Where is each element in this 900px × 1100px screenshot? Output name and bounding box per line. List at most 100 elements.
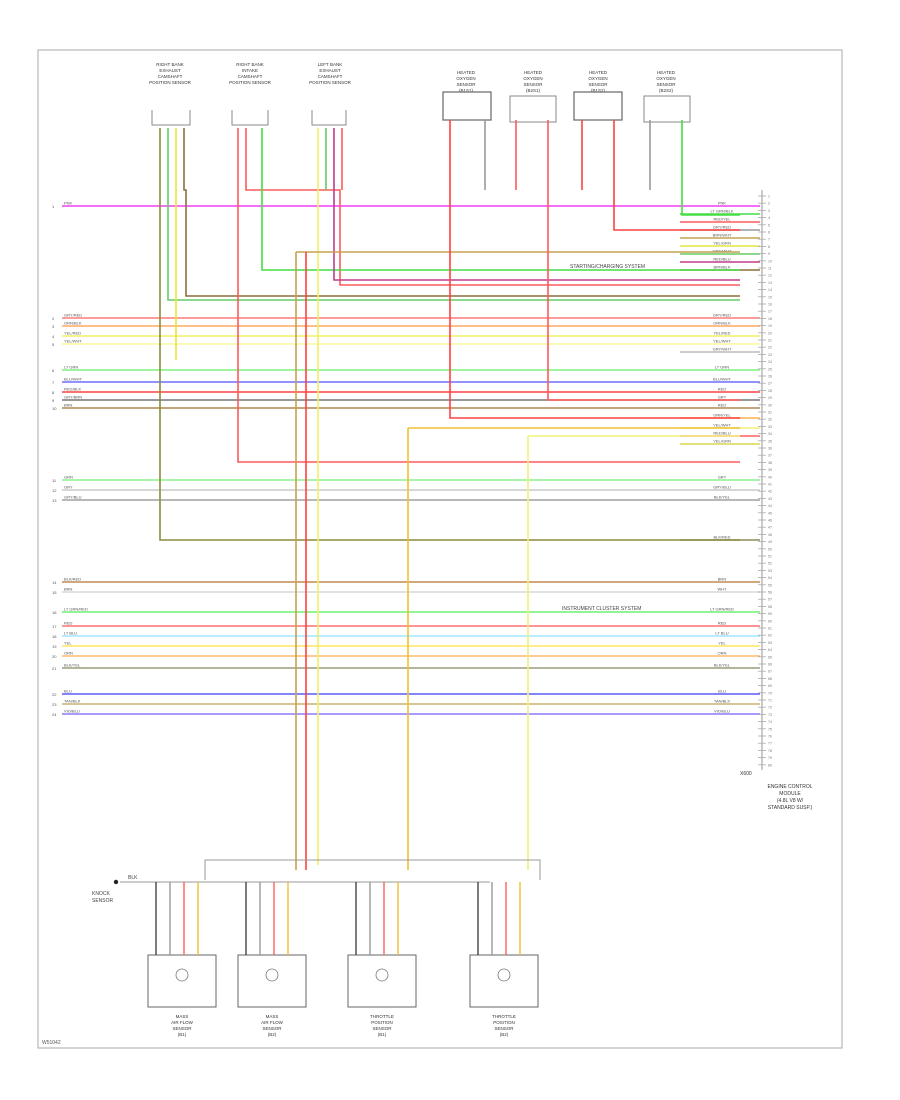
wire-pin-left: 18 xyxy=(52,634,57,639)
top-sensor-label-line: HEATED xyxy=(589,70,608,75)
wire-label-right: LT BLU xyxy=(715,631,728,636)
bottom-sensor-label-line: POSITION xyxy=(371,1020,393,1025)
wire-label-right: GRN/WHT xyxy=(712,249,732,254)
top-sensor-label-line: HEATED xyxy=(524,70,543,75)
wire-label-right: BRN/WHT xyxy=(713,233,732,238)
ecm-pin-number: 50 xyxy=(768,547,772,551)
ecm-pin-number: 26 xyxy=(768,375,772,379)
wire-label-right: YEL/GRN xyxy=(713,439,731,444)
wire-label-right: GRY/RED xyxy=(713,225,731,230)
ecm-pin-number: 61 xyxy=(768,627,772,631)
wire-pin-left: 12 xyxy=(52,488,57,493)
ecm-pin-number: 33 xyxy=(768,425,772,429)
top-sensor-label-line: OXYGEN xyxy=(456,76,475,81)
ecm-label: X600 ENGINE CONTROL MODULE (4.8L V8 W/ S… xyxy=(740,771,813,811)
wire-label-left: ORN/BLK xyxy=(64,321,82,326)
wire-label-right: RED/BLU xyxy=(713,257,730,262)
bottom-sensor-label-line: MASS xyxy=(176,1014,189,1019)
wire-label-left: GRN xyxy=(64,475,73,480)
ecm-pin-number: 38 xyxy=(768,461,772,465)
ecm-pin-number: 15 xyxy=(768,295,772,299)
wire-label-right: ORN/BLK xyxy=(713,321,731,326)
top-sensor-label-line: CAMSHAFT xyxy=(238,74,263,79)
wire-pin-left: 9 xyxy=(52,398,55,403)
wire-pin-left: 15 xyxy=(52,590,57,595)
ecm-pin-number: 32 xyxy=(768,418,772,422)
knock-sensor-line-2: SENSOR xyxy=(92,898,114,904)
wire-label-right: YEL xyxy=(718,641,726,646)
wire-label-right: RED xyxy=(718,621,727,626)
ecm-pin-number: 18 xyxy=(768,317,772,321)
top-sensor-label-line: SENSOR xyxy=(523,82,543,87)
ecm-pin-number: 27 xyxy=(768,382,772,386)
wire-label-right: BRN/BLK xyxy=(713,265,730,270)
o2-sensor-b1s1 xyxy=(442,91,492,121)
ecm-pin-number: 43 xyxy=(768,497,772,501)
ecm-pin-number: 1 xyxy=(768,195,770,199)
o2-sensor-b2s2 xyxy=(643,95,691,123)
ecm-pin-number: 24 xyxy=(768,360,772,364)
wire-label-right: TAN/BLK xyxy=(714,699,731,704)
ecm-pin-number: 11 xyxy=(768,267,772,271)
wire-label-left: TAN/BLK xyxy=(64,699,81,704)
wire-pin-left: 1 xyxy=(52,204,55,209)
ecm-pin-number: 9 xyxy=(768,252,770,256)
wire-pin-left: 19 xyxy=(52,644,57,649)
wire-label-left: LT GRN xyxy=(64,365,78,370)
ecm-pin-number: 16 xyxy=(768,303,772,307)
oxygen-sensors xyxy=(442,91,691,123)
ecm-pin-number: 47 xyxy=(768,526,772,530)
wire-label-left: BLU/WHT xyxy=(64,377,83,382)
sensor-symbol xyxy=(375,968,389,982)
wire-label-right: RED xyxy=(718,387,727,392)
wire-label-left: LT GRN/RED xyxy=(64,607,88,612)
wire-pin-left: 14 xyxy=(52,580,57,585)
wire-label-left: BLK/RED xyxy=(64,577,81,582)
sensor-symbol xyxy=(497,968,511,982)
ecm-pin-number: 74 xyxy=(768,720,772,724)
wire-label-right: VIO/BLU xyxy=(714,709,730,714)
wire-label-left: BRN xyxy=(64,403,73,408)
ecm-pin-number: 35 xyxy=(768,439,772,443)
ecm-pin-number: 60 xyxy=(768,619,772,623)
ecm-pin-number: 25 xyxy=(768,367,772,371)
bottom-sensor-label-line: (B2) xyxy=(500,1032,509,1037)
ecm-pin-number: 62 xyxy=(768,634,772,638)
wire-pin-left: 2 xyxy=(52,316,55,321)
ecm-pin-number: 49 xyxy=(768,540,772,544)
wire-label-right: YEL/WHT xyxy=(713,423,731,428)
wire-label-right: BLK/YEL xyxy=(714,495,731,500)
ecm-pin-number: 28 xyxy=(768,389,772,393)
ecm-pin-number: 52 xyxy=(768,562,772,566)
top-sensor-label-line: SENSOR xyxy=(588,82,608,87)
wire-label-left: LT BLU xyxy=(64,631,77,636)
ecm-pin-number: 37 xyxy=(768,454,772,458)
ecm-pin-number: 6 xyxy=(768,231,770,235)
top-sensor-label-line: (B1S1) xyxy=(459,88,474,93)
wire-label-left: GRY/RED xyxy=(64,313,82,318)
ecm-pin-number: 5 xyxy=(768,223,770,227)
ecm-label-line-1: ENGINE CONTROL xyxy=(767,784,812,790)
wire-pin-left: 11 xyxy=(52,478,57,483)
ecm-pin-number: 10 xyxy=(768,259,772,263)
bottom-sensor-label-line: THROTTLE xyxy=(370,1014,394,1019)
top-sensor-label-line: POSITION SENSOR xyxy=(229,80,272,85)
wire-pin-left: 3 xyxy=(52,324,55,329)
ecm-connector: 1234567891011121314151617181920212223242… xyxy=(758,190,772,770)
wire-label-left: GRY xyxy=(64,485,73,490)
top-sensor-label-line: LEFT BANK xyxy=(318,62,342,67)
wire-pin-left: 22 xyxy=(52,692,57,697)
top-sensor-label-line: SENSOR xyxy=(656,82,676,87)
ecm-connector-id: X600 xyxy=(740,771,752,777)
top-sensor-label-line: OXYGEN xyxy=(656,76,675,81)
top-sensor-label-line: SENSOR xyxy=(456,82,476,87)
ecm-pin-number: 77 xyxy=(768,742,772,746)
ecm-pin-number: 56 xyxy=(768,591,772,595)
top-sensor-label-line: OXYGEN xyxy=(588,76,607,81)
ecm-pin-number: 8 xyxy=(768,245,770,249)
bottom-sensor-label-line: (B1) xyxy=(378,1032,387,1037)
wire-label-right: GRY xyxy=(718,395,727,400)
ecm-pin-number: 68 xyxy=(768,677,772,681)
